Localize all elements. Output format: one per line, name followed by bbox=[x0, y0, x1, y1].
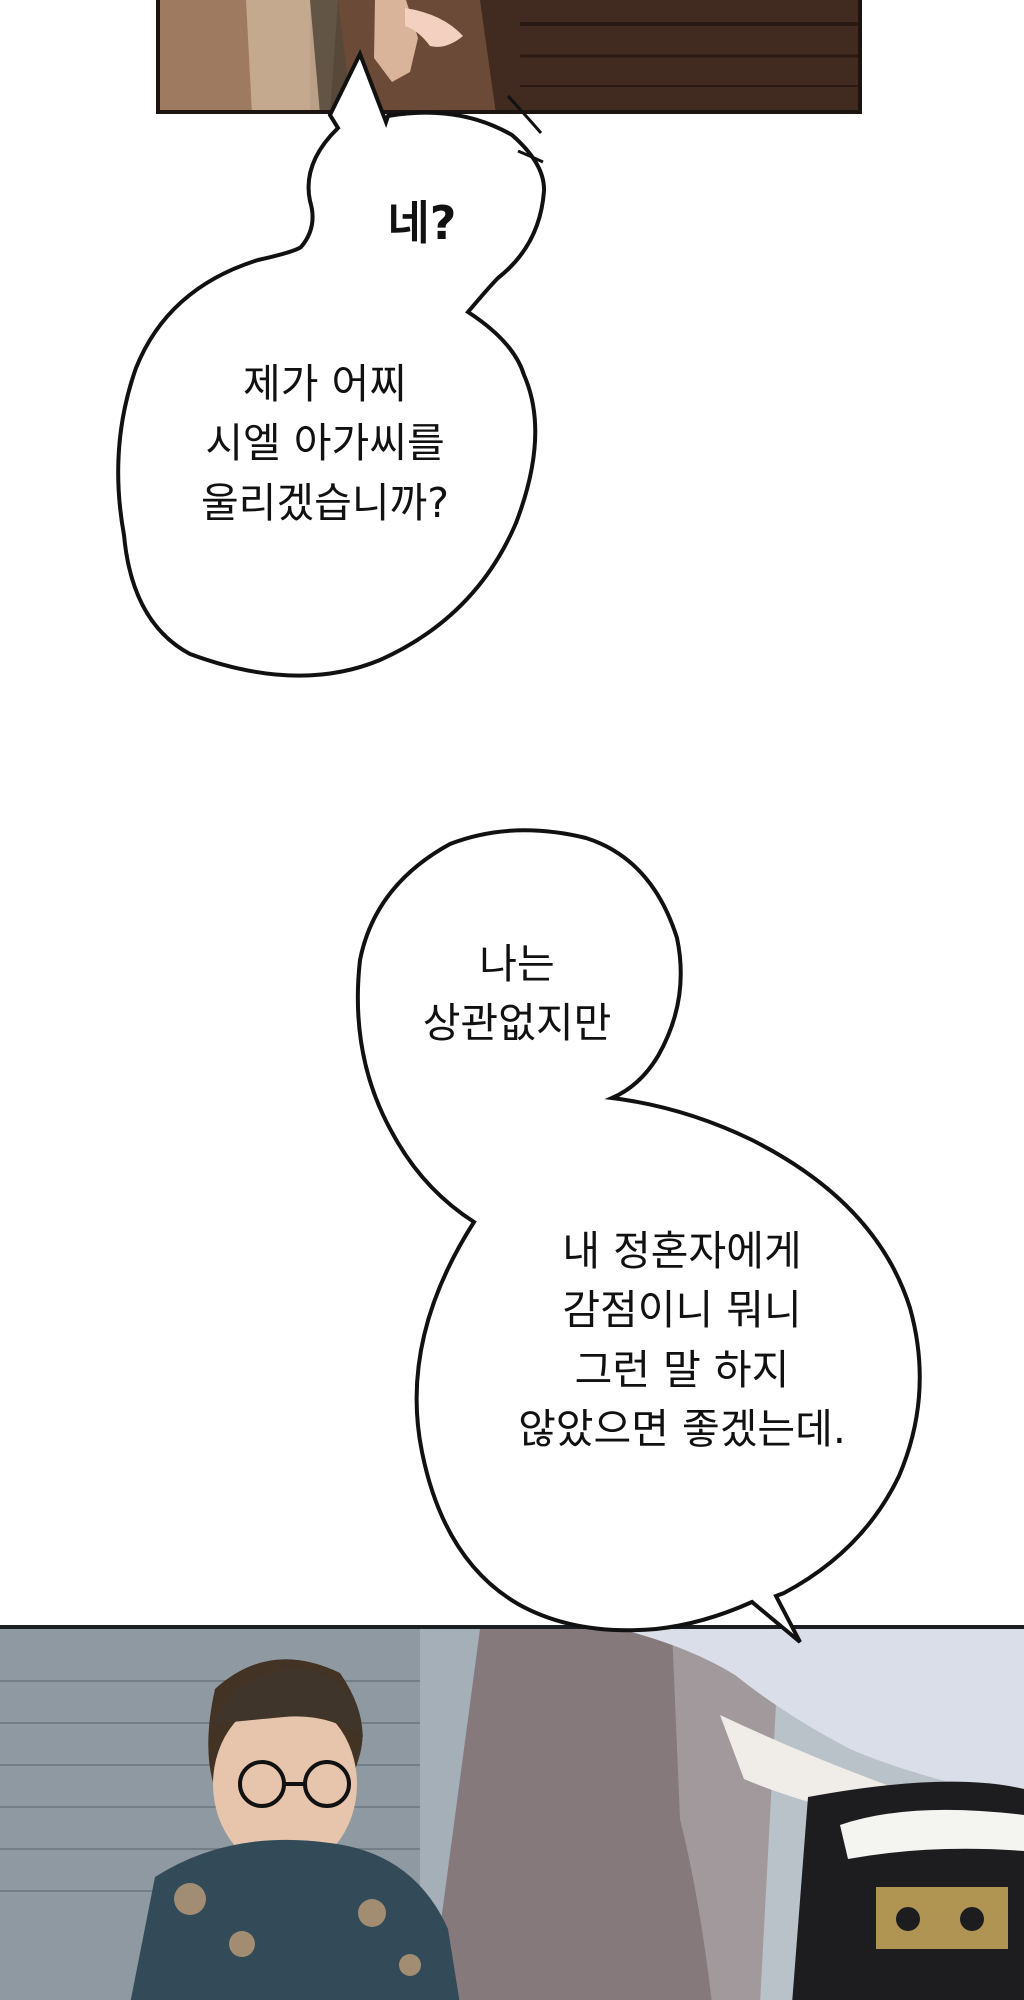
bottom-art-panel bbox=[0, 1625, 1024, 2000]
top-art-panel bbox=[156, 0, 862, 114]
bubble-second-text-bottom: 내 정혼자에게 감점이니 뭐니 그런 말 하지 않았으면 좋겠는데. bbox=[518, 1227, 846, 1454]
bubble-first-exclaim: 네? bbox=[387, 196, 457, 250]
staircase-icon bbox=[430, 1629, 780, 2000]
bubble-second-text-top: 나는 상관없지만 bbox=[422, 940, 612, 1048]
top-panel-art bbox=[160, 0, 858, 110]
bubble-first bbox=[116, 49, 547, 678]
silver-hair-figure-icon bbox=[620, 1629, 1024, 1799]
glasses-man-icon bbox=[238, 1760, 351, 1808]
bubble-first-tail bbox=[506, 94, 544, 164]
bubble-second bbox=[355, 828, 922, 1644]
bubble-first-text: 제가 어찌 시엘 아가씨를 울리겠습니까? bbox=[200, 360, 450, 527]
bottom-panel-art bbox=[0, 1629, 1024, 2000]
